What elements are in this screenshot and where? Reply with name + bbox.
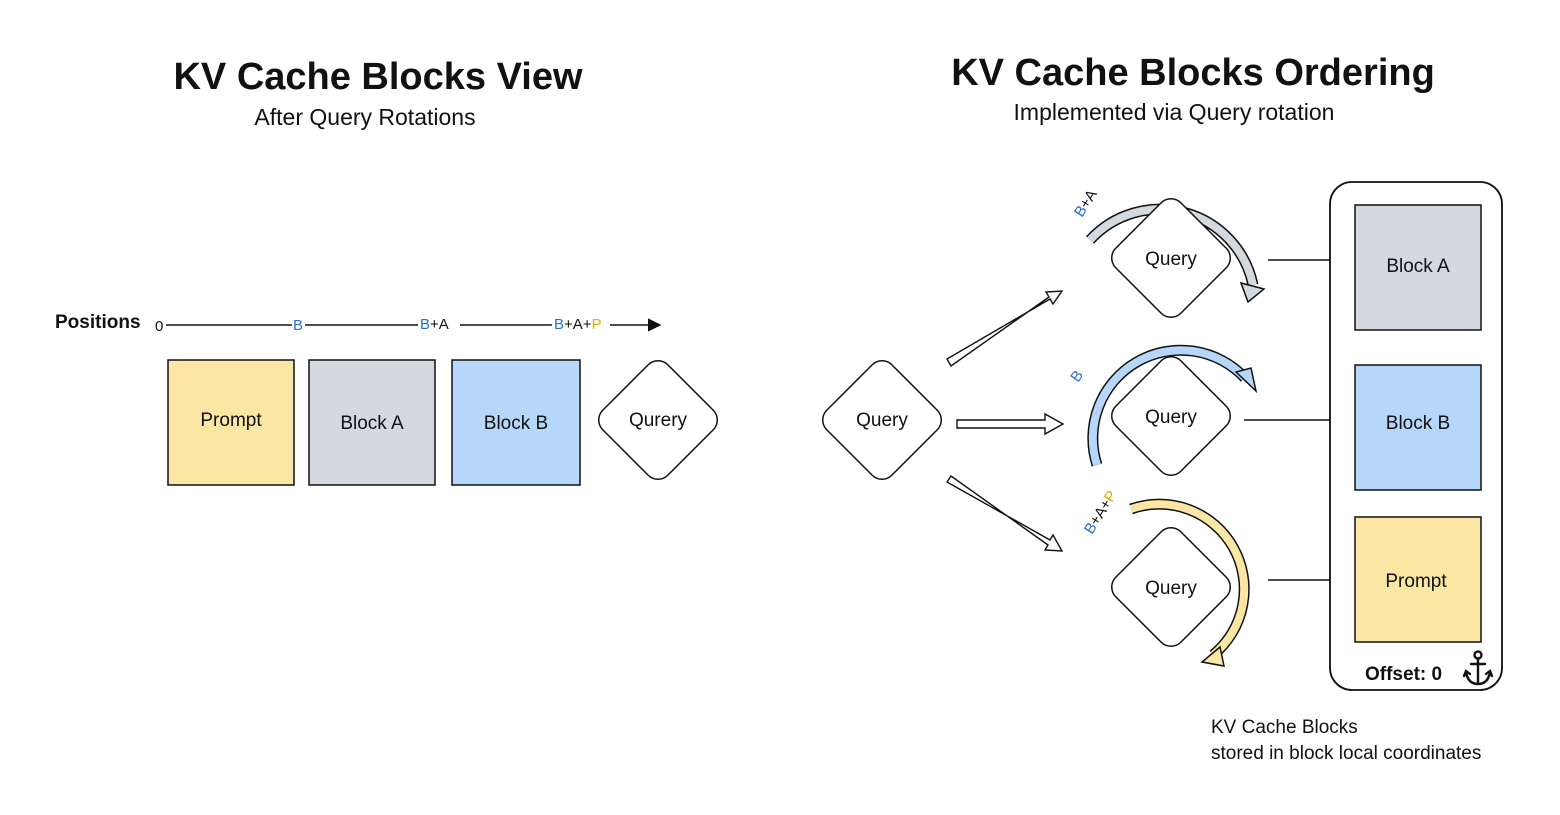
fanout-arrow-mid	[956, 412, 1065, 436]
block-label: Block B	[1386, 413, 1450, 434]
caption-line-2: stored in block local coordinates	[1211, 743, 1481, 764]
query-label: Query	[1145, 249, 1197, 270]
diamond-shape	[1110, 355, 1232, 477]
query-label: Qurery	[629, 410, 688, 431]
block-label: Block B	[484, 413, 548, 434]
right-title: KV Cache Blocks Ordering	[951, 52, 1435, 94]
block-rect	[167, 359, 295, 486]
query-diamond-top: Query	[1110, 197, 1232, 319]
left-block-prompt: Prompt	[167, 359, 295, 486]
offset-label: Offset: 0	[1365, 664, 1442, 685]
rotation-arc-bottom	[1129, 500, 1249, 659]
caption-line-1: KV Cache Blocks	[1211, 717, 1358, 738]
block-rect	[308, 359, 436, 486]
left-subtitle: After Query Rotations	[254, 104, 475, 130]
axis-tick-b-a: B+A	[420, 316, 449, 333]
rotation-label-mid: B	[1067, 367, 1087, 385]
query-diamond-bottom: Query	[1110, 526, 1232, 648]
block-label: Prompt	[1385, 571, 1447, 592]
left-block-a: Block A	[308, 359, 436, 486]
diamond-shape	[821, 359, 943, 481]
rotation-arc-mid	[1088, 346, 1248, 467]
left-query-diamond: Qurery	[597, 359, 719, 481]
diamond-shape	[1110, 526, 1232, 648]
block-label: Block A	[1386, 256, 1450, 277]
axis-tick-zero: 0	[155, 318, 163, 335]
block-label: Prompt	[200, 410, 262, 431]
block-rect	[451, 359, 581, 486]
left-title: KV Cache Blocks View	[173, 56, 582, 98]
rotation-arrowhead-mid	[1234, 367, 1258, 394]
right-block-a: Block A	[1354, 204, 1482, 331]
query-label: Query	[856, 410, 908, 431]
positions-axis: 0 B B+A B+A+P	[155, 316, 662, 335]
right-block-prompt: Prompt	[1354, 516, 1482, 643]
fanout-arrow-down	[945, 475, 1064, 552]
query-diamond-mid: Query	[1110, 355, 1232, 477]
rotation-label-bottom: B+A+P	[1081, 488, 1121, 537]
anchor-icon	[1462, 650, 1494, 686]
query-label: Query	[1145, 407, 1197, 428]
left-block-b: Block B	[451, 359, 581, 486]
source-query-diamond: Query	[821, 359, 943, 481]
query-label: Query	[1145, 578, 1197, 599]
right-block-b: Block B	[1354, 364, 1482, 491]
block-rect	[1354, 204, 1482, 331]
axis-tick-b-a-p: B+A+P	[554, 316, 602, 333]
diamond-shape	[597, 359, 719, 481]
positions-label: Positions	[55, 312, 141, 333]
block-rect	[1354, 516, 1482, 643]
block-rect	[1354, 364, 1482, 491]
fanout-arrow-up	[946, 290, 1064, 368]
axis-tick-b: B	[293, 317, 303, 334]
diamond-shape	[1110, 197, 1232, 319]
right-subtitle: Implemented via Query rotation	[1014, 99, 1335, 125]
block-label: Block A	[340, 413, 404, 434]
rotation-arrowhead-bottom	[1200, 645, 1225, 667]
rotation-arrowhead-top	[1239, 281, 1266, 304]
rotation-label-top: B+A	[1071, 187, 1101, 220]
